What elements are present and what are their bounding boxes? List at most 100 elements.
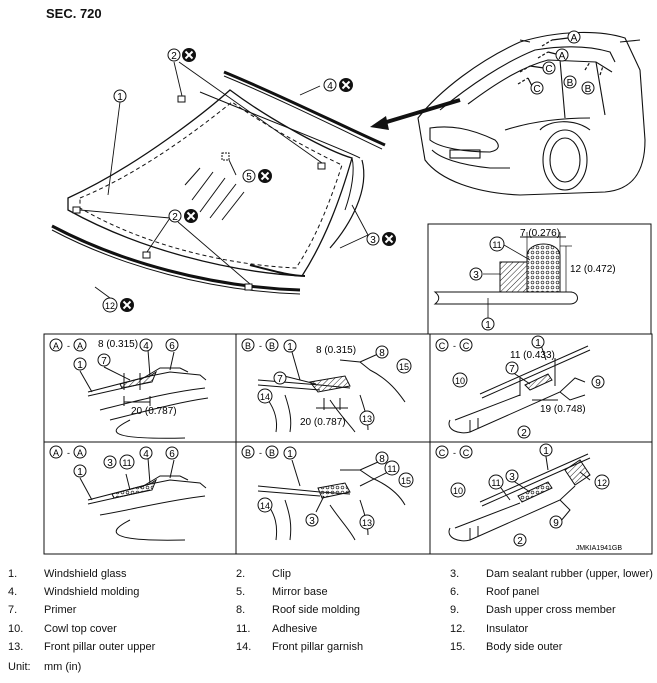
- clip-markers: [72, 95, 326, 291]
- section-label-BB-upper: B - B: [241, 338, 279, 352]
- callout-14-BB-lower: 14: [257, 497, 273, 513]
- windshield-glass: [67, 89, 361, 277]
- callout-9-CC: 9: [591, 375, 605, 389]
- svg-text:11: 11: [122, 458, 131, 468]
- svg-text:8: 8: [379, 348, 385, 359]
- view-marker-A-2: A: [555, 48, 569, 62]
- svg-text:1: 1: [543, 446, 549, 457]
- do-not-reuse-icon: [338, 77, 354, 93]
- svg-text:2: 2: [521, 428, 527, 439]
- svg-text:B: B: [269, 341, 275, 351]
- insulator-strip: [51, 224, 301, 292]
- callout-7-AA: 7: [97, 353, 111, 367]
- callout-13-BB: 13: [359, 410, 375, 426]
- callout-11-AA-lower: 11: [119, 454, 135, 470]
- callout-1-CC-lower: 1: [539, 443, 553, 457]
- svg-text:-: -: [67, 448, 70, 458]
- adhesive-detail: 7 (0.276) 12 (0.472): [433, 228, 616, 318]
- svg-text:1: 1: [287, 449, 293, 460]
- callout-11-detail: 11: [489, 236, 505, 252]
- svg-text:A: A: [53, 341, 59, 351]
- legend-text: Clip: [272, 568, 291, 580]
- legend-number: 3.: [450, 568, 460, 580]
- view-marker-C-1: C: [542, 61, 556, 75]
- dim-8-AA: 8 (0.315): [98, 339, 138, 350]
- callout-6-AA-lower: 6: [165, 446, 179, 460]
- svg-text:2: 2: [172, 212, 178, 223]
- callout-15-BB-lower: 15: [398, 472, 414, 488]
- dam-sealant-rubber: [329, 159, 365, 249]
- legend-number: 5.: [236, 586, 246, 599]
- svg-text:9: 9: [595, 378, 601, 389]
- legend-text: Insulator: [486, 622, 529, 635]
- windshield-diagram: 1 2 4 5 2 3 12: [43, 30, 653, 555]
- svg-text:4: 4: [143, 449, 149, 460]
- svg-text:1: 1: [117, 92, 123, 103]
- callout-2-top: 2: [167, 47, 197, 63]
- svg-text:5: 5: [246, 172, 252, 183]
- section-label-AA-upper: A - A: [49, 338, 87, 352]
- svg-text:11: 11: [387, 464, 396, 474]
- svg-text:6: 6: [169, 449, 175, 460]
- svg-text:4: 4: [327, 81, 333, 92]
- svg-text:-: -: [453, 448, 456, 458]
- callout-15-BB: 15: [396, 358, 412, 374]
- callout-3-BB-lower: 3: [305, 513, 319, 527]
- callout-6-AA: 6: [165, 338, 179, 352]
- callout-3-detail: 3: [469, 267, 483, 281]
- section-label-CC-lower: C - C: [435, 445, 473, 459]
- callout-12-CC-lower: 12: [594, 474, 610, 490]
- view-marker-A-1: A: [567, 30, 581, 44]
- callout-10-CC-lower: 10: [450, 482, 466, 498]
- svg-text:10: 10: [453, 486, 463, 496]
- section-AA-lower-drawing: [79, 457, 207, 541]
- dim-19-CC: 19 (0.748): [540, 404, 586, 415]
- legend-number: 12.: [450, 622, 466, 635]
- svg-text:3: 3: [107, 458, 113, 469]
- svg-text:7 (0.276): 7 (0.276): [520, 228, 560, 239]
- callout-8-BB-lower: 8: [375, 451, 389, 465]
- svg-text:10: 10: [455, 376, 465, 386]
- unit-label: Unit:: [8, 661, 31, 673]
- callout-2-CC: 2: [517, 425, 531, 439]
- view-marker-B-2: B: [581, 81, 595, 95]
- svg-text:2: 2: [517, 536, 523, 547]
- do-not-reuse-icon: [181, 47, 197, 63]
- svg-text:12: 12: [597, 478, 607, 488]
- dam-sealant-rubber-lower: [249, 264, 306, 277]
- legend-number: 8.: [236, 604, 246, 617]
- callout-3-AA-lower: 3: [103, 455, 117, 469]
- callout-3-main: 3: [366, 231, 397, 247]
- svg-text:1: 1: [77, 360, 83, 371]
- svg-text:C: C: [545, 64, 552, 75]
- legend-text: Windshield molding: [44, 586, 140, 599]
- callout-4-AA: 4: [139, 338, 153, 352]
- svg-text:4: 4: [143, 341, 149, 352]
- section-title: SEC. 720: [46, 6, 102, 21]
- callout-14-BB: 14: [257, 388, 273, 404]
- legend-number: 13.: [8, 640, 24, 653]
- section-CC-lower-drawing: [448, 449, 591, 542]
- svg-text:15: 15: [399, 362, 409, 372]
- dim-20-BB: 20 (0.787): [300, 417, 346, 428]
- svg-text:A: A: [53, 448, 59, 458]
- svg-text:1: 1: [77, 467, 83, 478]
- section-AA-upper-drawing: [79, 349, 209, 439]
- svg-text:3: 3: [370, 235, 376, 246]
- svg-text:7: 7: [101, 356, 107, 367]
- do-not-reuse-icon: [381, 231, 397, 247]
- legend-text: Dash upper cross member: [486, 604, 616, 617]
- legend-number: 4.: [8, 586, 18, 599]
- unit-note: Unit: mm (in): [8, 661, 81, 673]
- callout-1-AA: 1: [73, 357, 87, 371]
- callout-1-main: 1: [113, 89, 127, 103]
- section-label-AA-lower: A - A: [49, 445, 87, 459]
- svg-text:3: 3: [473, 270, 479, 281]
- figure-code: JMKIA1941GB: [576, 545, 623, 552]
- legend-text: Cowl top cover: [44, 622, 117, 635]
- svg-text:6: 6: [169, 341, 175, 352]
- legend-text: Dam sealant rubber (upper, lower): [486, 568, 653, 580]
- unit-value: mm (in): [44, 661, 82, 673]
- callout-9-CC-lower: 9: [549, 515, 563, 529]
- svg-text:1: 1: [287, 342, 293, 353]
